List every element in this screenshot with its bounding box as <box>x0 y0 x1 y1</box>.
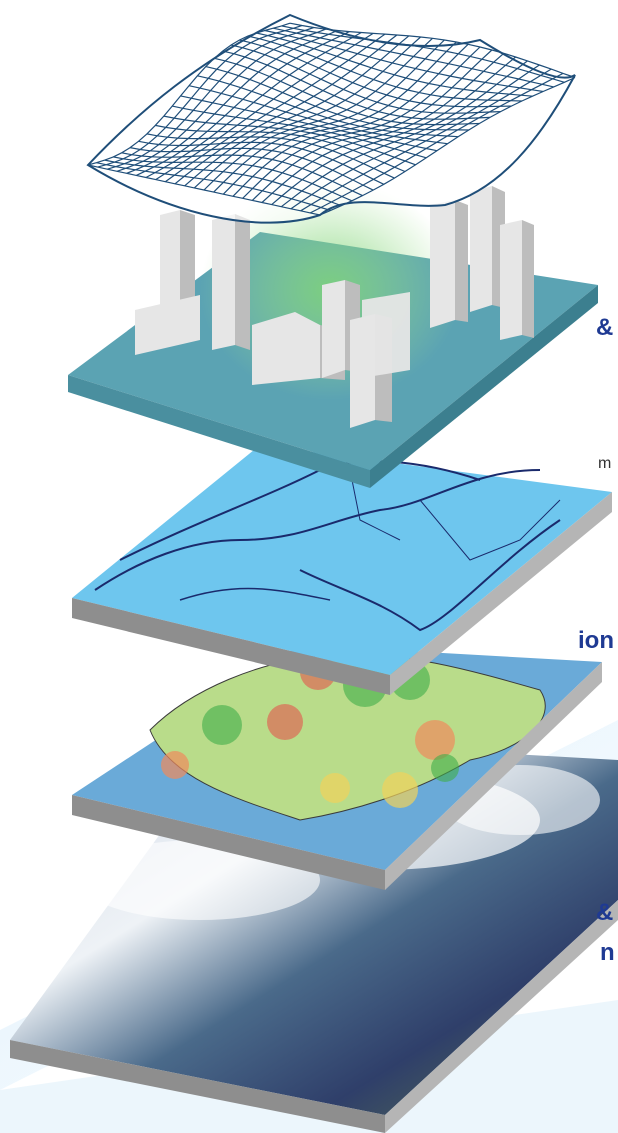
mesh-line <box>310 72 564 214</box>
mesh-line <box>280 60 528 208</box>
buildings-layer <box>68 180 598 488</box>
mesh-line <box>264 29 544 93</box>
road-network-layer <box>72 445 612 695</box>
mesh-line <box>289 22 576 79</box>
bubble-map-layer <box>72 645 602 890</box>
edge-label-1: & <box>596 314 613 341</box>
mesh-line <box>300 68 552 212</box>
surface-mesh-layer <box>86 13 576 224</box>
mesh-line <box>281 25 565 83</box>
edge-label-5: n <box>600 939 615 966</box>
mesh-grid-icon <box>87 22 576 216</box>
mesh-line <box>319 76 576 216</box>
mesh-line <box>290 64 540 210</box>
edge-label-4: & <box>596 899 613 926</box>
building-group <box>135 186 534 428</box>
edge-label-2: m <box>598 455 611 472</box>
edge-label-3: ion <box>578 627 614 654</box>
mesh-line <box>273 27 554 88</box>
